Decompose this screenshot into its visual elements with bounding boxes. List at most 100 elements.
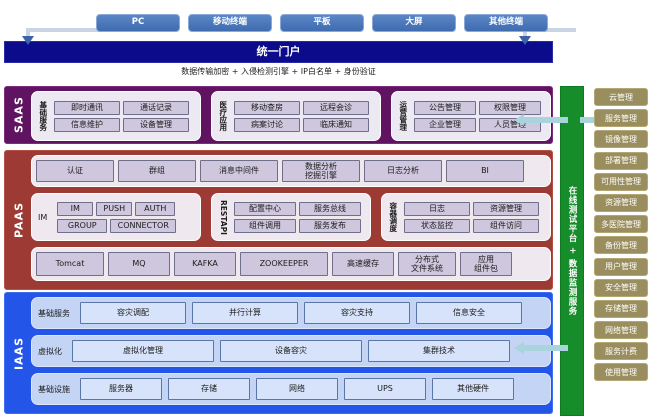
iaas-row-basic-service: 基础服务 容灾调配 并行计算 容灾支持 信息安全 <box>31 297 551 329</box>
paas-group-scheduling-cells: 日志 资源管理 状态监控 组件访问 <box>400 199 550 236</box>
paas-cell-mq[interactable]: MQ <box>108 252 170 276</box>
terminal-connector-right-v <box>523 28 527 39</box>
mgmt-item-usage[interactable]: 使用管理 <box>594 363 648 382</box>
layer-saas: SAAS 基础服务 即时通讯 通话记录 信息维护 设备管理 医疗应用 移动查房 … <box>4 86 553 144</box>
paas-cell-message-middleware[interactable]: 消息中间件 <box>200 160 278 182</box>
mgmt-item-user[interactable]: 用户管理 <box>594 257 648 276</box>
paas-group-scheduling-label: 容器调度 <box>388 202 398 232</box>
terminal-pc[interactable]: PC <box>96 14 180 32</box>
paas-cell-group-api[interactable]: GROUP <box>57 218 108 233</box>
iaas-cell-ups[interactable]: UPS <box>344 378 426 400</box>
iaas-cell-cluster-tech[interactable]: 集群技术 <box>368 340 510 362</box>
terminal-other[interactable]: 其他终端 <box>464 14 548 32</box>
testbar-arrow-iaas-line <box>524 345 568 351</box>
saas-cell-case-discussion[interactable]: 病案讨论 <box>234 117 300 132</box>
iaas-cell-device-dr[interactable]: 设备容灾 <box>220 340 362 362</box>
paas-cell-authapi[interactable]: AUTH <box>135 201 176 216</box>
saas-cell-permission[interactable]: 权限管理 <box>479 100 541 115</box>
terminal-connector-left-v <box>26 28 30 39</box>
saas-cell-enterprise[interactable]: 企业管理 <box>414 117 476 132</box>
saas-cell-devicemgmt[interactable]: 设备管理 <box>123 117 189 132</box>
mgmt-item-network[interactable]: 网络管理 <box>594 321 648 340</box>
paas-cell-service-publish[interactable]: 服务发布 <box>299 218 361 233</box>
mgmt-item-cloud[interactable]: 云管理 <box>594 88 648 106</box>
terminal-mobile[interactable]: 移动终端 <box>188 14 272 32</box>
paas-group-restapi: RESTAPI 配置中心 服务总线 组件调用 服务发布 <box>211 193 371 241</box>
terminal-bigscreen[interactable]: 大屏 <box>372 14 456 32</box>
iaas-row-infrastructure: 基础设施 服务器 存储 网络 UPS 其他硬件 <box>31 373 551 405</box>
layer-saas-body: 基础服务 即时通讯 通话记录 信息维护 设备管理 医疗应用 移动查房 远程会诊 … <box>31 91 551 141</box>
iaas-cell-server[interactable]: 服务器 <box>80 378 162 400</box>
saas-cell-clinical-notice[interactable]: 临床通知 <box>303 117 369 132</box>
mgmt-item-deploy[interactable]: 部署管理 <box>594 151 648 170</box>
paas-cell-component-access[interactable]: 组件访问 <box>473 218 539 233</box>
paas-cell-bi[interactable]: BI <box>446 160 524 182</box>
paas-cell-component-call[interactable]: 组件调用 <box>234 218 296 233</box>
mgmt-item-availability[interactable]: 可用性管理 <box>594 172 648 191</box>
mgmt-item-multi-hospital[interactable]: 多医院管理 <box>594 215 648 234</box>
paas-cell-auth[interactable]: 认证 <box>36 160 114 182</box>
paas-row-middleware: Tomcat MQ KAFKA ZOOKEEPER 高速缓存 分布式 文件系统 … <box>31 247 551 281</box>
paas-cell-config-center[interactable]: 配置中心 <box>234 201 296 216</box>
iaas-cell-other-hardware[interactable]: 其他硬件 <box>432 378 514 400</box>
mgmt-item-billing[interactable]: 服务计费 <box>594 342 648 361</box>
testbar-arrow-saas-line <box>524 117 568 123</box>
paas-cell-resource-mgmt[interactable]: 资源管理 <box>473 201 539 216</box>
paas-cell-log[interactable]: 日志 <box>404 201 470 216</box>
iaas-cell-info-security[interactable]: 信息安全 <box>416 302 522 324</box>
iaas-cell-network[interactable]: 网络 <box>256 378 338 400</box>
paas-cell-service-bus[interactable]: 服务总线 <box>299 201 361 216</box>
saas-group-basic-label: 基础服务 <box>38 101 48 131</box>
terminal-connector-left-h <box>26 28 102 32</box>
saas-group-medical-cells: 移动查房 远程会诊 病案讨论 临床通知 <box>230 98 380 135</box>
mgmt-item-security[interactable]: 安全管理 <box>594 278 648 297</box>
mgmt-item-image[interactable]: 镜像管理 <box>594 130 648 149</box>
paas-cell-data-mining[interactable]: 数据分析 挖掘引擎 <box>282 160 360 182</box>
iaas-cell-parallel-computing[interactable]: 并行计算 <box>192 302 298 324</box>
iaas-row-virtualization-cells: 虚拟化管理 设备容灾 集群技术 <box>68 337 550 365</box>
portal-subtitle: 数据传输加密 + 入侵检测引擎 + IP白名单 + 身份验证 <box>181 67 376 77</box>
saas-cell-calllog[interactable]: 通话记录 <box>123 100 189 115</box>
paas-cell-zookeeper[interactable]: ZOOKEEPER <box>240 252 328 276</box>
paas-cell-push[interactable]: PUSH <box>96 201 133 216</box>
paas-row-services-cells: 认证 群组 消息中间件 数据分析 挖掘引擎 日志分析 BI <box>32 157 550 185</box>
mgmt-item-service[interactable]: 服务管理 <box>594 109 648 128</box>
iaas-row-virtualization-label: 虚拟化 <box>38 346 62 356</box>
paas-cell-status-monitor[interactable]: 状态监控 <box>404 218 470 233</box>
layer-iaas-body: 基础服务 容灾调配 并行计算 容灾支持 信息安全 虚拟化 虚拟化管理 设备容灾 … <box>31 297 551 409</box>
paas-cell-connector[interactable]: CONNECTOR <box>110 218 177 233</box>
paas-cell-kafka[interactable]: KAFKA <box>174 252 236 276</box>
paas-group-restapi-label: RESTAPI <box>218 199 228 235</box>
saas-cell-announcement[interactable]: 公告管理 <box>414 100 476 115</box>
iaas-cell-dr-support[interactable]: 容灾支持 <box>304 302 410 324</box>
saas-cell-im[interactable]: 即时通讯 <box>54 100 120 115</box>
saas-cell-ward-round[interactable]: 移动查房 <box>234 100 300 115</box>
paas-cell-cache[interactable]: 高速缓存 <box>332 252 394 276</box>
terminal-tablet[interactable]: 平板 <box>280 14 364 32</box>
saas-cell-infomaint[interactable]: 信息维护 <box>54 117 120 132</box>
iaas-row-basic-service-cells: 容灾调配 并行计算 容灾支持 信息安全 <box>76 299 550 327</box>
mgmt-item-resource[interactable]: 资源管理 <box>594 193 648 212</box>
paas-group-im-cells: IM PUSH AUTH GROUP CONNECTOR <box>53 199 200 236</box>
iaas-cell-virtualization-mgmt[interactable]: 虚拟化管理 <box>72 340 214 362</box>
paas-cell-log-analysis[interactable]: 日志分析 <box>364 160 442 182</box>
saas-cell-teleconsult[interactable]: 远程会诊 <box>303 100 369 115</box>
saas-group-operation: 运营管理 公告管理 权限管理 企业管理 人员管理 <box>391 91 551 141</box>
layer-paas-body: 认证 群组 消息中间件 数据分析 挖掘引擎 日志分析 BI IM IM PUSH… <box>31 155 551 285</box>
layer-paas-label: PAAS <box>12 202 26 239</box>
paas-cell-dfs[interactable]: 分布式 文件系统 <box>398 252 456 276</box>
paas-cell-im[interactable]: IM <box>57 201 94 216</box>
management-list: 云管理 服务管理 镜像管理 部署管理 可用性管理 资源管理 多医院管理 备份管理… <box>594 88 648 382</box>
mgmt-item-backup[interactable]: 备份管理 <box>594 236 648 255</box>
paas-cell-group[interactable]: 群组 <box>118 160 196 182</box>
iaas-cell-storage[interactable]: 存储 <box>168 378 250 400</box>
iaas-cell-dr-allocation[interactable]: 容灾调配 <box>80 302 186 324</box>
paas-cell-tomcat[interactable]: Tomcat <box>36 252 104 276</box>
testbar-arrow-saas-head <box>514 114 524 126</box>
paas-group-scheduling: 容器调度 日志 资源管理 状态监控 组件访问 <box>381 193 551 241</box>
terminal-arrow-right <box>519 36 531 45</box>
paas-cell-app-package[interactable]: 应用 组件包 <box>460 252 512 276</box>
mgmt-item-storage[interactable]: 存储管理 <box>594 299 648 318</box>
layer-iaas: IAAS 基础服务 容灾调配 并行计算 容灾支持 信息安全 虚拟化 虚拟化管理 … <box>4 292 553 414</box>
